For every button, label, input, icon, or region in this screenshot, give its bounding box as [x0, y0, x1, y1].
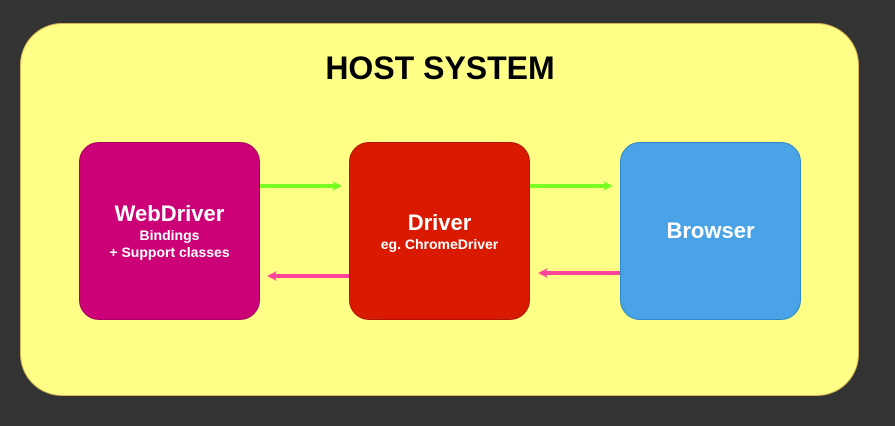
driver-title: Driver: [407, 209, 472, 235]
webdriver-subtitle-line1: Bindings: [139, 227, 200, 243]
host-system-title: HOST SYSTEM: [325, 50, 555, 86]
webdriver-title: WebDriver: [114, 201, 225, 226]
browser-title: Browser: [666, 218, 755, 243]
browser-node: Browser: [620, 142, 801, 320]
webdriver-node: WebDriver Bindings + Support classes: [79, 142, 260, 320]
webdriver-subtitle-line2: + Support classes: [109, 244, 230, 260]
driver-subtitle: eg. ChromeDriver: [380, 235, 499, 252]
driver-node: Driver eg. ChromeDriver: [349, 142, 530, 320]
